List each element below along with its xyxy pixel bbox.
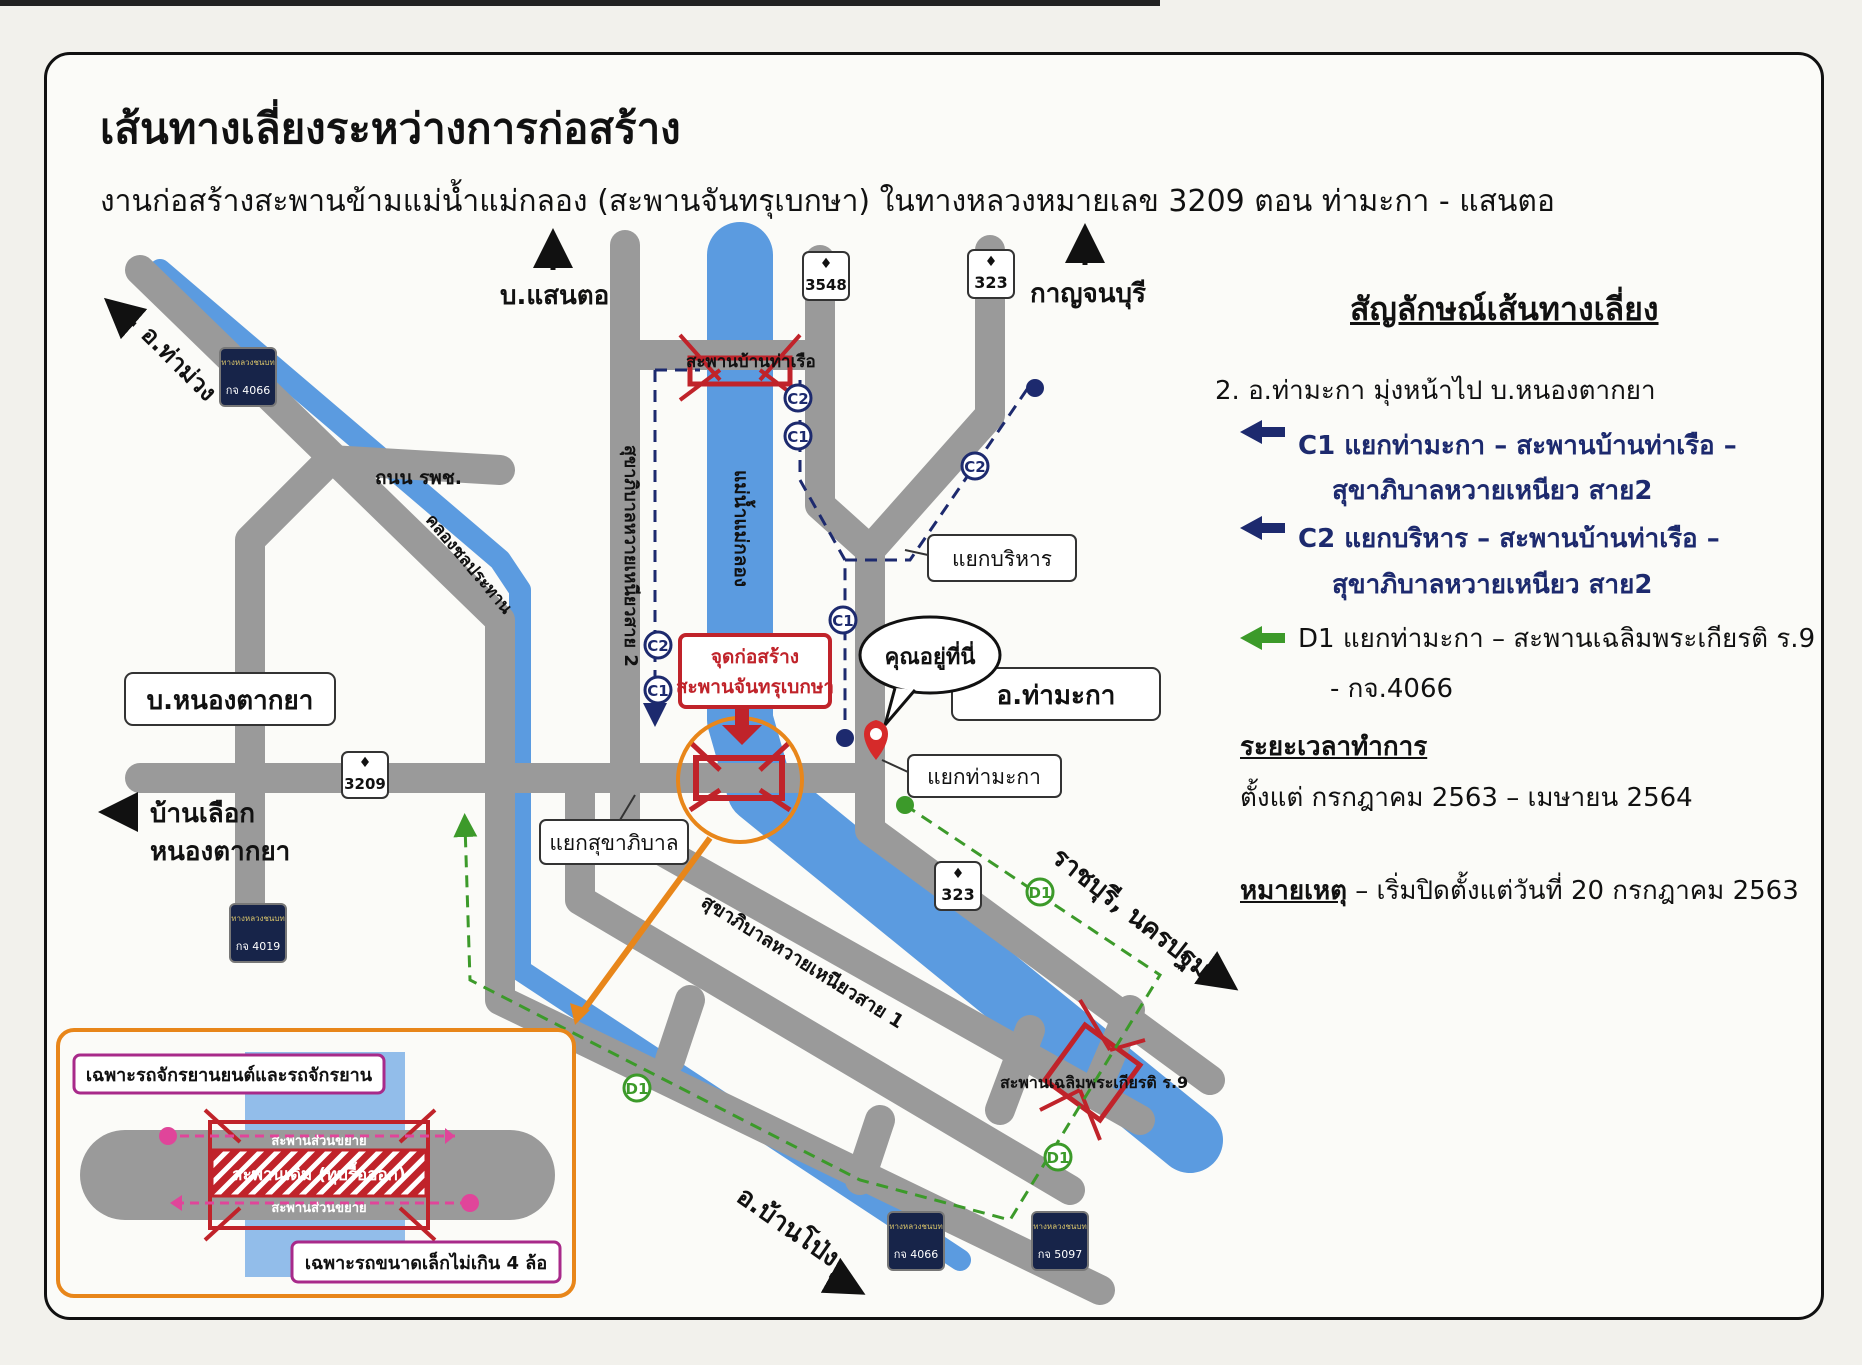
box-thamaka: อ.ท่ามะกา [951, 667, 1161, 721]
svg-text:อ.ท่ามะกา: อ.ท่ามะกา [997, 681, 1116, 711]
svg-text:ทางหลวงชนบท: ทางหลวงชนบท [889, 1222, 943, 1231]
legend-d1-line2: - กจ.4066 [1330, 674, 1454, 704]
svg-text:♦: ♦ [952, 866, 965, 882]
svg-text:3209: 3209 [344, 775, 386, 793]
svg-text:♦: ♦ [985, 254, 998, 270]
page-subtitle: งานก่อสร้างสะพานข้ามแม่น้ำแม่กลอง (สะพาน… [100, 184, 1555, 219]
inset-bridge-detail: สะพานส่วนขยาย สะพานเดิม (ทุบรื้อออก) สะพ… [56, 1028, 576, 1298]
box-nongtakya: บ.หนองตากยา [124, 672, 336, 726]
legend-note: หมายเหตุ – เริ่มปิดตั้งแต่วันที่ 20 กรกฎ… [1240, 870, 1799, 911]
bridge-r9-label: สะพานเฉลิมพระเกียรติ ร.9 [1000, 1073, 1188, 1092]
svg-text:♦: ♦ [359, 755, 372, 771]
svg-text:323: 323 [974, 273, 1007, 292]
svg-text:เฉพาะรถจักรยานยนต์และรถจักรยาน: เฉพาะรถจักรยานยนต์และรถจักรยาน [86, 1064, 373, 1086]
legend-c1-line2: สุขาภิบาลหวายเหนียว สาย2 [1332, 476, 1653, 506]
construction-site-box: จุดก่อสร้าง สะพานจันทรุเบกษา [676, 633, 834, 745]
location-pin-icon [864, 720, 888, 760]
page-title: เส้นทางเลี่ยงระหว่างการก่อสร้าง [100, 104, 681, 153]
svg-text:สะพานเดิม (ทุบรื้อออก): สะพานเดิม (ทุบรื้อออก) [232, 1161, 405, 1185]
label-river: แม่น้ำแม่กลอง [730, 470, 756, 587]
svg-text:ทางหลวงชนบท: ทางหลวงชนบท [221, 358, 275, 367]
route-shield-3548: ♦ 3548 [802, 251, 850, 301]
svg-text:D1: D1 [626, 1080, 649, 1098]
svg-text:กจ 4019: กจ 4019 [236, 940, 281, 953]
legend-c2-line1: C2 แยกบริหาร – สะพานบ้านท่าเรือ – [1298, 524, 1720, 554]
label-sukha-line2: สุขาภิบาลหวายเหนียวสาย 2 [619, 445, 641, 667]
svg-text:กาญจนบุรี: กาญจนบุรี [1030, 279, 1146, 310]
legend-intro: 2. อ.ท่ามะกา มุ่งหน้าไป บ.หนองตากยา [1215, 376, 1656, 406]
callout-line [577, 836, 713, 1017]
top-edge-line [0, 0, 1160, 6]
svg-text:เฉพาะรถขนาดเล็กไม่เกิน 4 ล้อ: เฉพาะรถขนาดเล็กไม่เกิน 4 ล้อ [305, 1251, 547, 1274]
legend-note-value: – เริ่มปิดตั้งแต่วันที่ 20 กรกฎาคม 2563 [1355, 876, 1799, 906]
legend-c1-line1: C1 แยกท่ามะกา – สะพานบ้านท่าเรือ – [1298, 431, 1737, 461]
svg-text:คุณอยู่ที่นี่: คุณอยู่ที่นี่ [885, 640, 976, 671]
rural-sign-kj4066-top: ทางหลวงชนบท กจ 4066 [219, 347, 277, 407]
svg-text:C1: C1 [832, 612, 853, 630]
direction-banpong: อ.บ้านโป่ง [731, 1180, 866, 1295]
legend-note-label: หมายเหตุ [1240, 876, 1348, 906]
legend-c2-arrow-icon [1240, 516, 1285, 540]
svg-text:บ.แสนตอ: บ.แสนตอ [500, 281, 609, 311]
svg-text:กจ 5097: กจ 5097 [1038, 1248, 1083, 1261]
svg-text:D1: D1 [1047, 1149, 1070, 1167]
bridge-tharuea-label: สะพานบ้านท่าเรือ [686, 351, 816, 372]
rural-sign-kj4019: ทางหลวงชนบท กจ 4019 [229, 903, 287, 963]
svg-text:แยกบริหาร: แยกบริหาร [952, 547, 1052, 571]
svg-text:อ.บ้านโป่ง: อ.บ้านโป่ง [731, 1180, 846, 1274]
route-c2-start-dot [1026, 379, 1044, 397]
svg-text:ทางหลวงชนบท: ทางหลวงชนบท [1033, 1222, 1087, 1231]
direction-kanchanaburi: กาญจนบุรี [1030, 223, 1146, 310]
route-markers: C2 C1 C2 C1 C2 C1 D1 D1 D1 [622, 383, 1073, 1172]
svg-text:กจ 4066: กจ 4066 [894, 1248, 939, 1261]
svg-text:บ้านเลือก: บ้านเลือก [150, 799, 255, 829]
legend-c2-line2: สุขาภิบาลหวายเหนียว สาย2 [1332, 570, 1653, 600]
svg-text:D1: D1 [1029, 884, 1052, 902]
svg-text:C2: C2 [964, 458, 985, 476]
bridge-tharuea-closed: สะพานบ้านท่าเรือ [678, 333, 816, 402]
box-yaek-borihan: แยกบริหาร [904, 534, 1077, 582]
bridge-r9: สะพานเฉลิมพระเกียรติ ร.9 [1000, 998, 1188, 1141]
rural-sign-kj4066-bottom: ทางหลวงชนบท กจ 4066 [887, 1211, 945, 1271]
legend-d1-arrow-icon [1240, 626, 1285, 650]
route-shield-323-top: ♦ 323 [967, 249, 1015, 299]
svg-text:จุดก่อสร้าง: จุดก่อสร้าง [711, 646, 799, 669]
route-shield-3209: ♦ 3209 [341, 751, 389, 799]
svg-text:C2: C2 [787, 390, 808, 408]
svg-text:323: 323 [941, 885, 974, 904]
svg-text:ทางหลวงชนบท: ทางหลวงชนบท [231, 914, 285, 923]
svg-text:บ.หนองตากยา: บ.หนองตากยา [147, 686, 314, 716]
box-yaek-thamaka: แยกท่ามะกา [881, 754, 1062, 798]
svg-text:C2: C2 [647, 637, 668, 655]
route-d1-dashed [453, 803, 1163, 1222]
svg-text:3548: 3548 [805, 276, 847, 294]
svg-text:C1: C1 [647, 682, 668, 700]
label-road-rpch: ถนน รพช. [375, 467, 462, 489]
rural-sign-kj5097: ทางหลวงชนบท กจ 5097 [1031, 1211, 1089, 1271]
legend-period-value: ตั้งแต่ กรกฎาคม 2563 – เมษายน 2564 [1240, 783, 1693, 813]
direction-sanxto: บ.แสนตอ [500, 228, 609, 311]
svg-text:แยกสุขาภิบาล: แยกสุขาภิบาล [549, 831, 678, 856]
svg-text:สะพานส่วนขยาย: สะพานส่วนขยาย [271, 1134, 366, 1149]
box-yaek-sukha: แยกสุขาภิบาล [539, 794, 689, 865]
legend-c1-arrow-icon [1240, 420, 1285, 444]
route-shield-323-bottom: ♦ 323 [934, 861, 982, 911]
route-d1-start-dot [896, 796, 914, 814]
svg-text:กจ 4066: กจ 4066 [226, 384, 271, 397]
legend-period-label: ระยะเวลาทำการ [1240, 732, 1428, 762]
svg-text:แยกท่ามะกา: แยกท่ามะกา [927, 765, 1041, 789]
svg-text:C1: C1 [787, 428, 808, 446]
legend-heading: สัญลักษณ์เส้นทางเลี่ยง [1350, 290, 1659, 328]
direction-banlueak: บ้านเลือก หนองตากยา [98, 792, 290, 867]
route-c1-start-dot [836, 729, 854, 747]
svg-text:หนองตากยา: หนองตากยา [150, 837, 290, 867]
legend-d1-line1: D1 แยกท่ามะกา – สะพานเฉลิมพระเกียรติ ร.9 [1298, 624, 1816, 654]
svg-text:♦: ♦ [820, 256, 833, 272]
callout-arrowhead [570, 1003, 590, 1025]
you-are-here-bubble: คุณอยู่ที่นี่ [858, 615, 1002, 726]
svg-text:สะพานจันทรุเบกษา: สะพานจันทรุเบกษา [676, 676, 834, 699]
svg-text:สะพานส่วนขยาย: สะพานส่วนขยาย [271, 1201, 366, 1216]
road-network [125, 230, 1225, 1305]
